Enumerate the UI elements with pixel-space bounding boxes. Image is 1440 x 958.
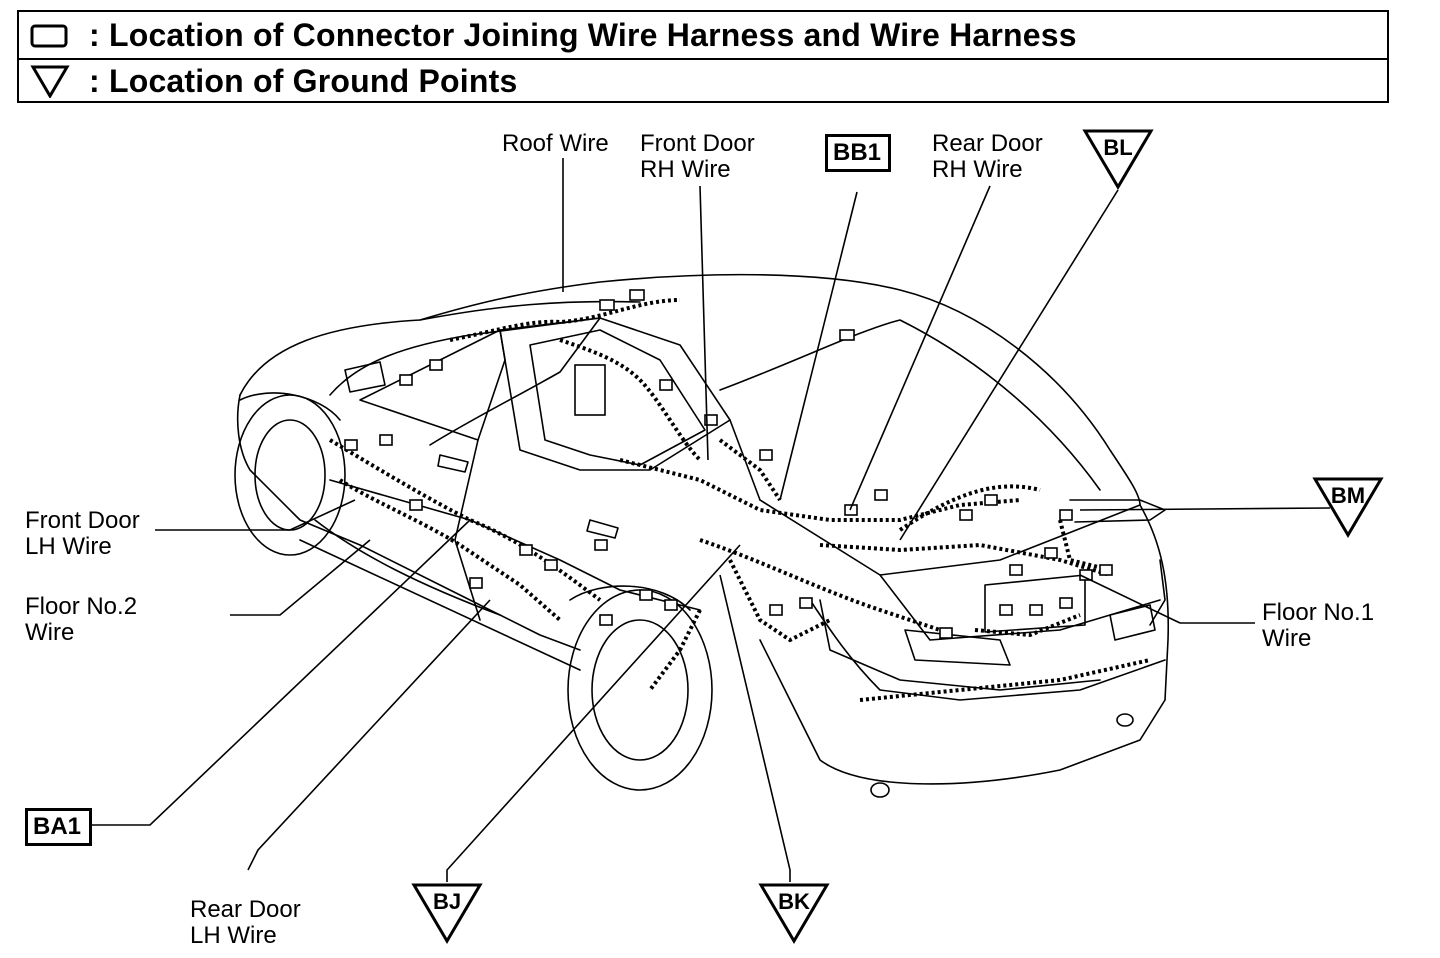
roof-wire-label: Roof Wire bbox=[502, 130, 609, 157]
connector-blocks bbox=[344, 289, 1113, 639]
legend-connector-text: : Location of Connector Joining Wire Har… bbox=[89, 16, 1077, 53]
ground-bm-label: BM bbox=[1330, 483, 1366, 508]
down-triangle-icon bbox=[1312, 477, 1384, 538]
car-body bbox=[234, 273, 1170, 798]
floor-no2-wire-label: Floor No.2 Wire bbox=[25, 593, 138, 646]
down-triangle-icon bbox=[411, 883, 483, 944]
connector-ba1: BA1 bbox=[25, 808, 92, 846]
ground-bj-label: BJ bbox=[432, 889, 462, 914]
leader-lines bbox=[92, 158, 1331, 882]
legend-ground-text: : Location of Ground Points bbox=[89, 62, 518, 99]
front-door-lh-wire-label: Front Door LH Wire bbox=[25, 507, 140, 560]
down-triangle-icon bbox=[30, 65, 70, 98]
front-door-rh-wire-label: Front Door RH Wire bbox=[640, 130, 755, 183]
down-triangle-icon bbox=[1082, 129, 1154, 190]
rear-door-lh-wire-label: Rear Door LH Wire bbox=[190, 896, 301, 949]
floor-no1-wire-label: Floor No.1 Wire bbox=[1262, 599, 1375, 652]
rectangle-icon bbox=[30, 24, 68, 48]
wire-harness bbox=[328, 298, 1151, 702]
legend-ground-row: : Location of Ground Points bbox=[19, 58, 1387, 104]
down-triangle-icon bbox=[758, 883, 830, 944]
connector-bb1: BB1 bbox=[825, 134, 891, 172]
ground-bk-label: BK bbox=[778, 889, 810, 914]
legend: : Location of Connector Joining Wire Har… bbox=[17, 10, 1389, 103]
ground-bl-label: BL bbox=[1103, 135, 1133, 160]
rear-door-rh-wire-label: Rear Door RH Wire bbox=[932, 130, 1043, 183]
legend-connector-row: : Location of Connector Joining Wire Har… bbox=[19, 12, 1387, 60]
